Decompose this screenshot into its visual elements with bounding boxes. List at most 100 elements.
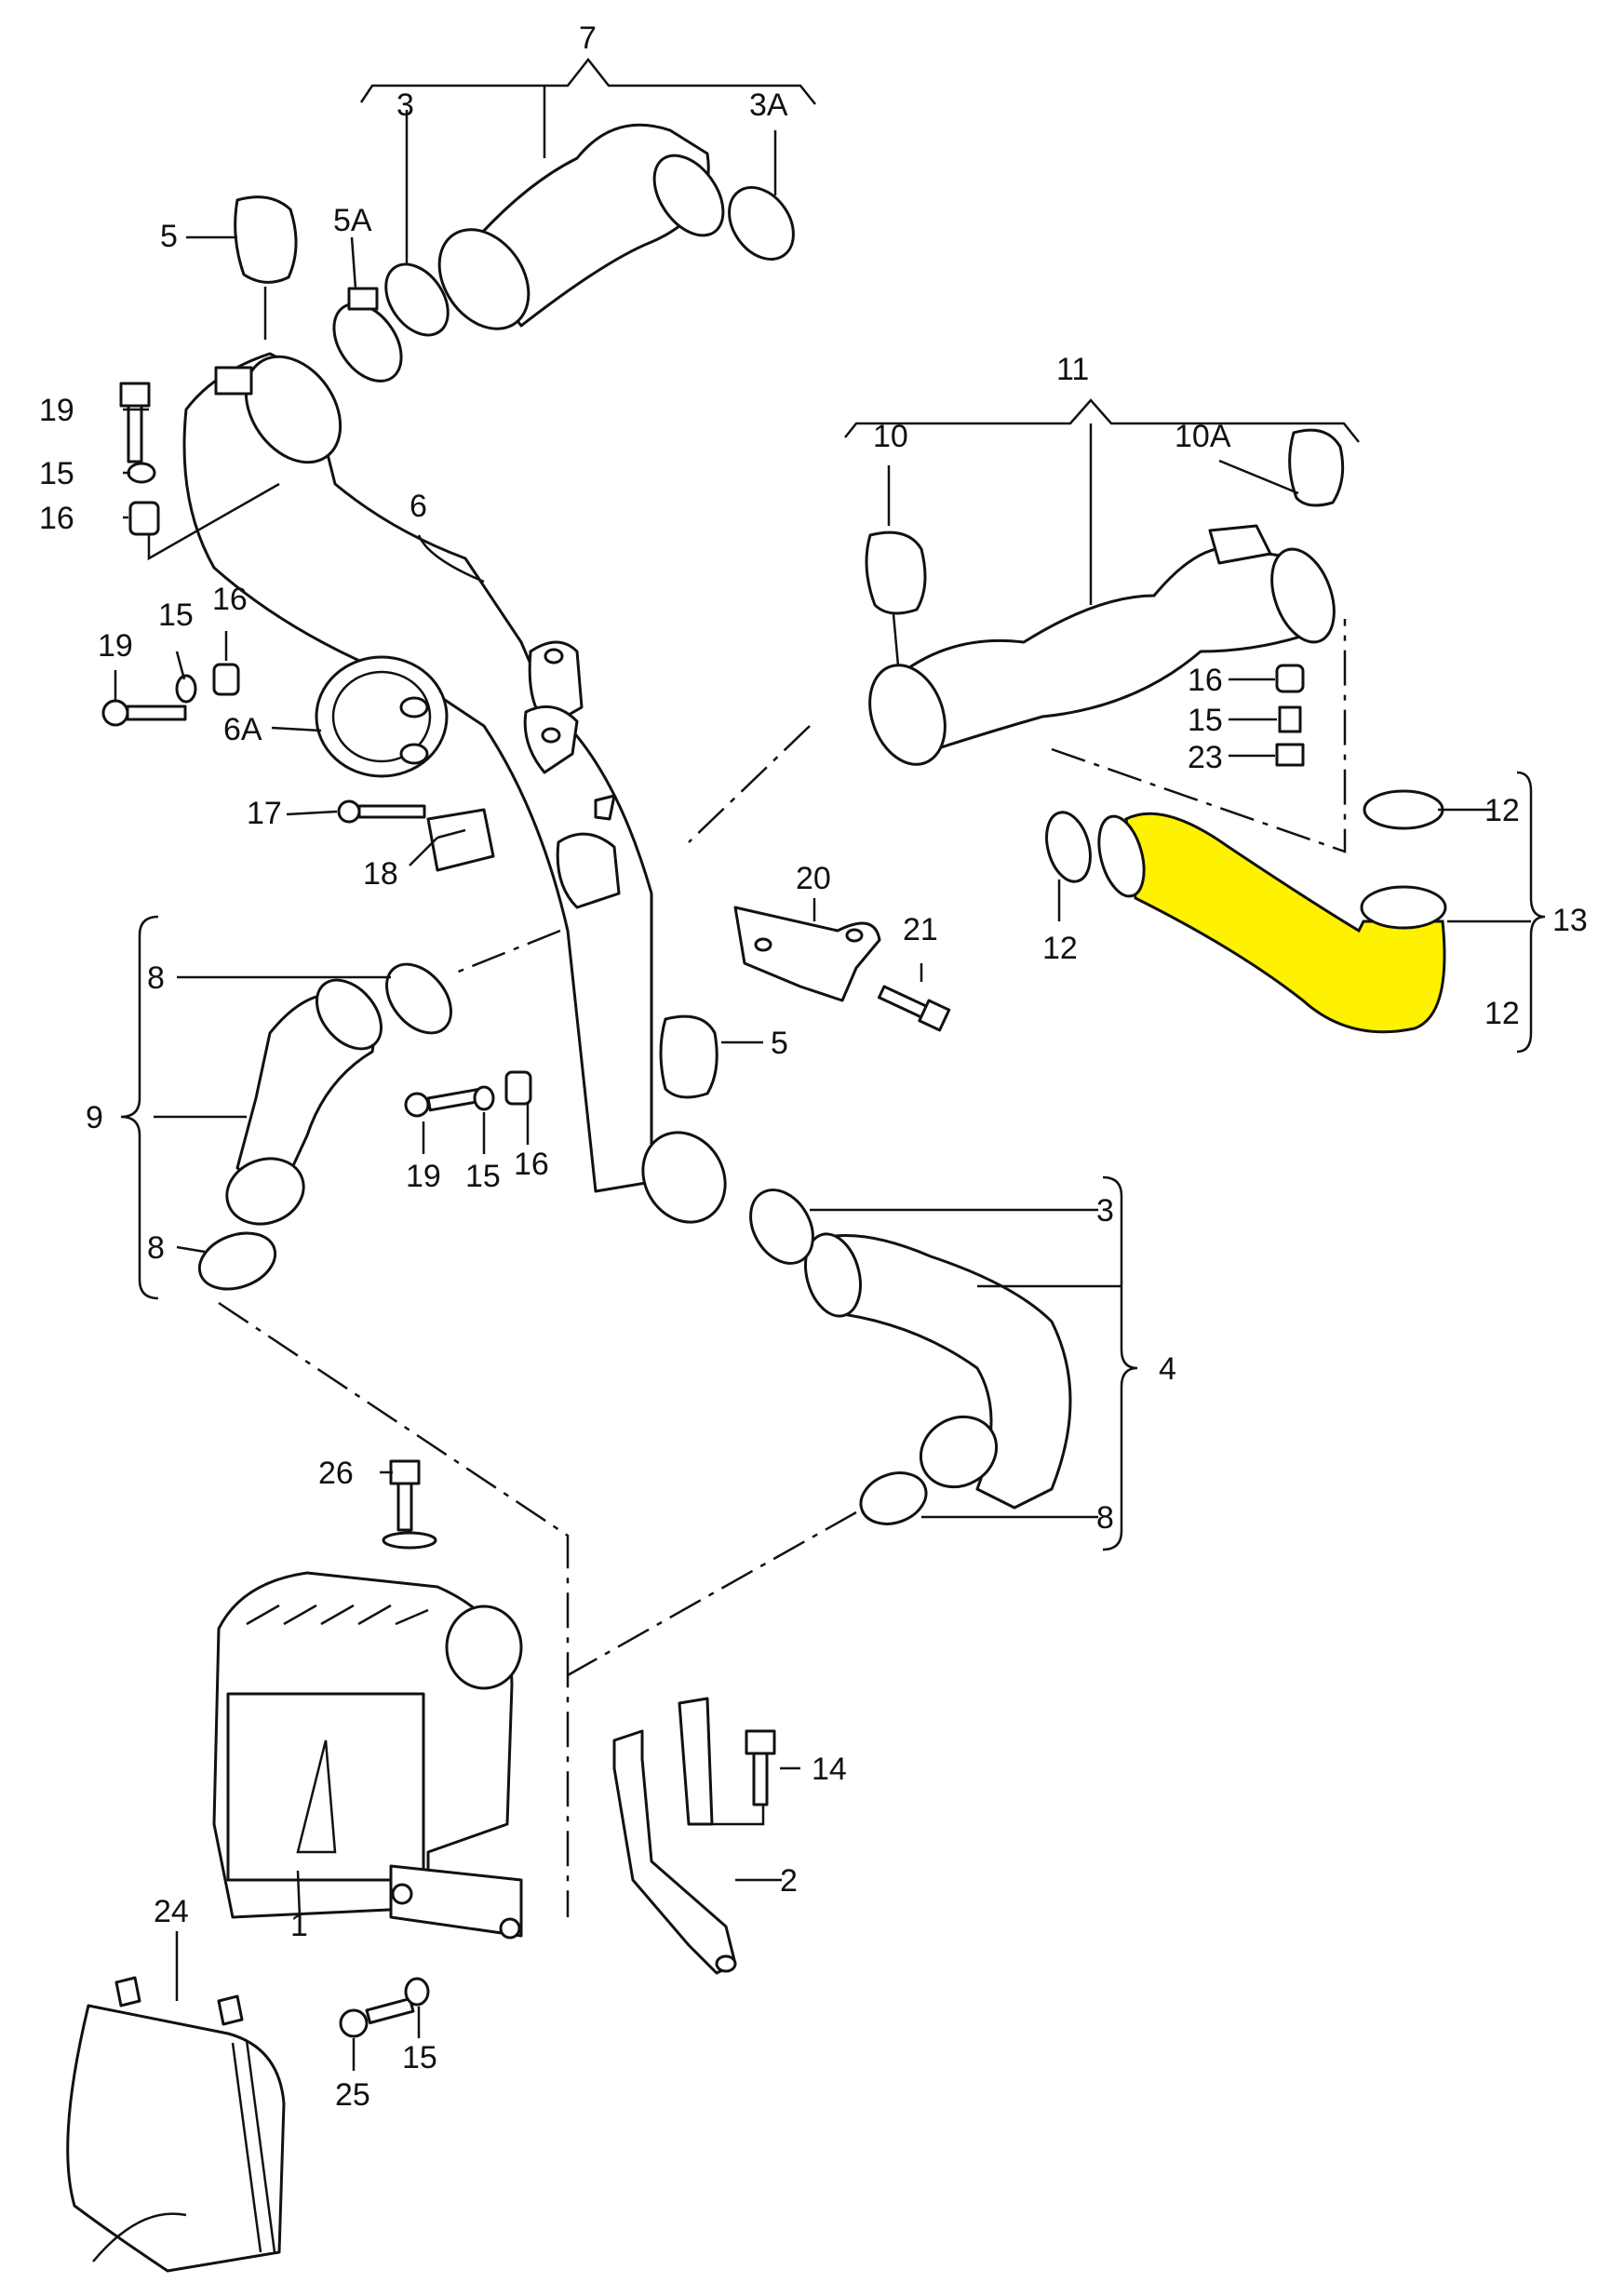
- nut-16-right: [1275, 664, 1305, 693]
- label-7: 7: [579, 20, 597, 56]
- label-12-a: 12: [1484, 793, 1520, 828]
- intercooler-1: [212, 1571, 523, 1940]
- nut-23: [1275, 743, 1305, 767]
- nut-16-mid: [212, 663, 240, 696]
- label-8-b: 8: [147, 1230, 165, 1266]
- grease-pack-5-mid: [659, 1014, 718, 1099]
- label-16-b: 16: [212, 582, 248, 617]
- washer-15-top: [127, 462, 156, 484]
- bracket-11: [844, 398, 1360, 605]
- label-9: 9: [86, 1100, 103, 1135]
- label-19-b: 19: [98, 628, 133, 664]
- label-4: 4: [1159, 1351, 1176, 1387]
- o-ring-8-right: [859, 1471, 928, 1525]
- label-17: 17: [247, 796, 282, 831]
- label-19-a: 19: [39, 393, 74, 428]
- label-15-d: 15: [465, 1159, 501, 1194]
- label-15-e: 15: [402, 2040, 437, 2075]
- label-3-top: 3: [396, 87, 414, 123]
- sensor-bracket: [523, 640, 584, 774]
- bracket-clip: [556, 832, 621, 909]
- bracket-13: [1447, 771, 1546, 1054]
- bracket-2: [612, 1697, 737, 1975]
- charge-hose-13-highlighted: [1097, 812, 1447, 1034]
- bracket-9: [120, 915, 247, 1300]
- o-ring-8-lower-left: [197, 1231, 277, 1291]
- label-5A: 5A: [333, 203, 372, 238]
- label-6: 6: [410, 489, 427, 524]
- label-15-b: 15: [158, 597, 194, 633]
- o-ring-12-left: [1045, 811, 1092, 883]
- label-12-b: 12: [1042, 931, 1078, 966]
- label-3A: 3A: [749, 87, 788, 123]
- o-ring-12-top: [1363, 789, 1444, 830]
- bracket-7: [359, 57, 816, 279]
- hose-clamp-5A: [332, 287, 403, 383]
- label-8-a: 8: [147, 960, 165, 996]
- label-5-top: 5: [160, 219, 178, 254]
- label-16-c: 16: [1188, 663, 1223, 698]
- label-19-c: 19: [406, 1159, 441, 1194]
- callout-labels: 7 3 3A 5 5A 19 15 16 6 15 16 19 6A 17 18…: [39, 20, 1588, 2113]
- label-11: 11: [1056, 352, 1089, 387]
- bracket-20: [733, 906, 881, 1002]
- washer-15-right: [1278, 705, 1302, 733]
- label-10A: 10A: [1175, 419, 1231, 454]
- label-12-c: 12: [1484, 996, 1520, 1031]
- label-16-d: 16: [514, 1147, 549, 1182]
- label-21: 21: [903, 912, 938, 947]
- label-16-a: 16: [39, 501, 74, 536]
- washer-15-low: [473, 1085, 495, 1111]
- charge-hose-4: [804, 1232, 1072, 1510]
- label-15-c: 15: [1188, 703, 1223, 738]
- label-6A: 6A: [223, 712, 262, 747]
- washer-15-mid: [175, 674, 197, 704]
- nut-16-top: [128, 501, 160, 536]
- charge-pipe-11: [868, 524, 1336, 766]
- bracket-4: [977, 1175, 1138, 1551]
- grease-pack-10A: [1288, 428, 1345, 507]
- o-ring-3: [384, 262, 450, 337]
- label-5-mid: 5: [771, 1026, 788, 1061]
- bolt-19-mid: [101, 699, 187, 727]
- label-3-mid: 3: [1096, 1193, 1114, 1229]
- air-duct-24: [66, 1976, 286, 2273]
- label-13: 13: [1552, 903, 1588, 938]
- label-24: 24: [154, 1894, 189, 1929]
- flange-6A: [315, 655, 449, 778]
- washer-15-bottom: [404, 1977, 430, 2007]
- bolt-19-top: [119, 382, 151, 463]
- label-8-c: 8: [1096, 1500, 1114, 1536]
- charge-pipe-6: [182, 352, 653, 1193]
- bolt-19-low: [404, 1087, 487, 1118]
- label-2: 2: [780, 1863, 798, 1899]
- clip-small: [594, 794, 616, 821]
- label-26: 26: [318, 1456, 354, 1491]
- bolt-21: [878, 985, 951, 1032]
- o-ring-8-upper-left: [385, 962, 452, 1035]
- charge-hose-9: [225, 978, 383, 1226]
- bolt-26: [382, 1459, 437, 1550]
- label-25: 25: [335, 2077, 370, 2113]
- label-1: 1: [290, 1908, 308, 1943]
- label-23: 23: [1188, 740, 1223, 775]
- label-10: 10: [873, 419, 908, 454]
- label-15-a: 15: [39, 456, 74, 491]
- nut-16-low: [504, 1070, 532, 1106]
- label-20: 20: [796, 861, 831, 896]
- sensor-18: [426, 808, 495, 872]
- leader-lines: [114, 235, 1494, 2071]
- bolt-25: [339, 1997, 415, 2038]
- grease-pack-5-top: [234, 195, 298, 284]
- grease-pack-10: [865, 530, 927, 615]
- charge-hose-3-upper: [437, 123, 725, 330]
- bolt-14: [745, 1729, 776, 1806]
- o-ring-3A: [728, 186, 795, 261]
- charge-hose-outlet: [641, 1131, 727, 1224]
- label-14: 14: [812, 1752, 847, 1787]
- label-18: 18: [363, 856, 398, 892]
- o-ring-3-mid: [749, 1188, 814, 1265]
- screw-17: [337, 799, 426, 824]
